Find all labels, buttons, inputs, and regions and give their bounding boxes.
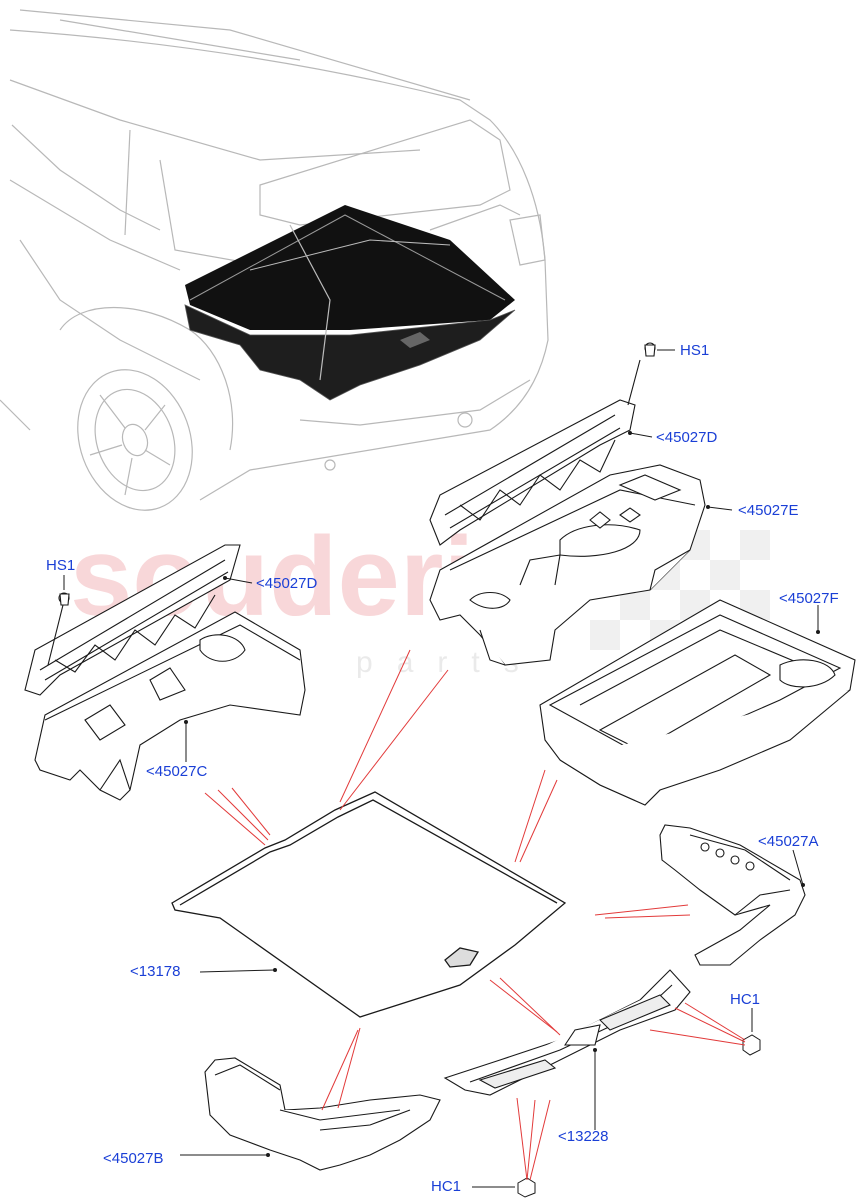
part-45027D-left bbox=[24, 544, 241, 696]
label-13178: <13178 bbox=[130, 963, 181, 980]
part-45027B bbox=[204, 1057, 441, 1171]
leader-lines bbox=[63, 349, 819, 1188]
part-13178 bbox=[171, 791, 567, 1018]
label-45027E: <45027E bbox=[738, 502, 799, 519]
label-13228: <13228 bbox=[558, 1128, 609, 1145]
installed-load-floor bbox=[184, 205, 516, 401]
part-45027F bbox=[539, 599, 856, 806]
label-45027F: <45027F bbox=[779, 590, 839, 607]
part-13228 bbox=[443, 969, 691, 1096]
part-45027D-right bbox=[429, 342, 656, 546]
part-45027E bbox=[429, 464, 706, 666]
label-45027C: <45027C bbox=[146, 763, 208, 780]
vehicle-outline bbox=[0, 9, 549, 511]
assembly-lines bbox=[204, 649, 746, 1181]
label-hc1-right: HC1 bbox=[730, 991, 761, 1008]
part-45027A bbox=[659, 824, 806, 966]
label-45027A: <45027A bbox=[758, 833, 819, 850]
leader-dots bbox=[184, 431, 820, 1157]
clip-hc1-bottom bbox=[517, 1177, 536, 1198]
label-hc1-bottom: HC1 bbox=[431, 1178, 462, 1195]
part-45027C bbox=[34, 611, 306, 801]
label-45027D-left: <45027D bbox=[256, 575, 318, 592]
label-hs1-left: HS1 bbox=[46, 557, 76, 574]
label-45027D-top: <45027D bbox=[656, 429, 718, 446]
label-hs1-top: HS1 bbox=[680, 342, 710, 359]
label-45027B: <45027B bbox=[103, 1150, 164, 1167]
